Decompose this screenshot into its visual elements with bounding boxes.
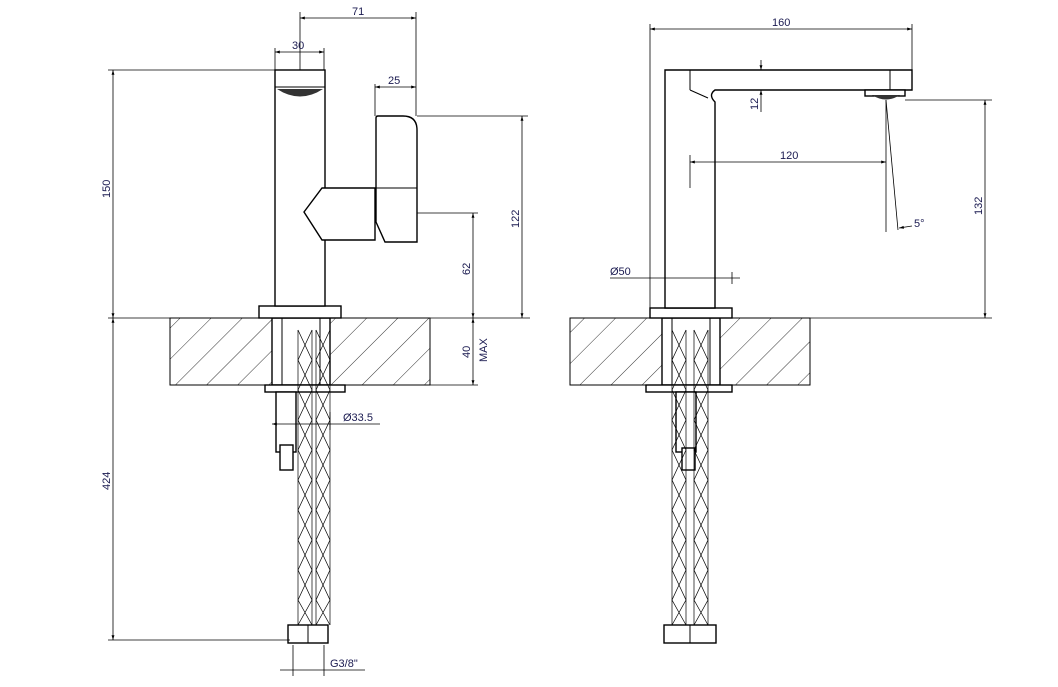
- side-view: 71 30 25 150 424 122 62 40 MAX Ø33: [101, 6, 530, 676]
- dim-132: 132: [973, 197, 985, 215]
- dim-71: 71: [352, 6, 364, 18]
- dim-25: 25: [388, 75, 400, 87]
- fixing-plate: [264, 384, 346, 393]
- dim-30: 30: [292, 40, 304, 52]
- aerator: [872, 95, 900, 100]
- faucet-body: [664, 69, 913, 309]
- front-view: 160 12 120 5° 132 Ø50: [569, 17, 992, 644]
- dim-160: 160: [772, 17, 790, 29]
- supply-hoses: [275, 329, 331, 644]
- dim-g3-8: G3/8": [330, 658, 358, 670]
- dim-12: 12: [749, 98, 761, 110]
- dim-max-note: MAX: [478, 338, 490, 363]
- dim-50: Ø50: [610, 266, 631, 278]
- base-plate: [258, 305, 342, 319]
- base-plate: [649, 307, 733, 319]
- side-dimensions: 71 30 25 150 424 122 62 40 MAX Ø33: [101, 6, 530, 676]
- dim-424: 424: [101, 472, 113, 490]
- front-dimensions: 160 12 120 5° 132 Ø50: [610, 17, 992, 319]
- supply-hoses: [663, 329, 717, 644]
- aerator: [277, 89, 323, 97]
- shank: [271, 317, 331, 386]
- dim-40: 40: [461, 346, 473, 358]
- faucet-body: [274, 69, 326, 307]
- dim-150: 150: [101, 180, 113, 198]
- dim-33-5: Ø33.5: [343, 412, 373, 424]
- dim-122: 122: [510, 210, 522, 228]
- dim-5-deg: 5°: [914, 218, 925, 230]
- dim-120: 120: [780, 150, 798, 162]
- dim-62: 62: [461, 263, 473, 275]
